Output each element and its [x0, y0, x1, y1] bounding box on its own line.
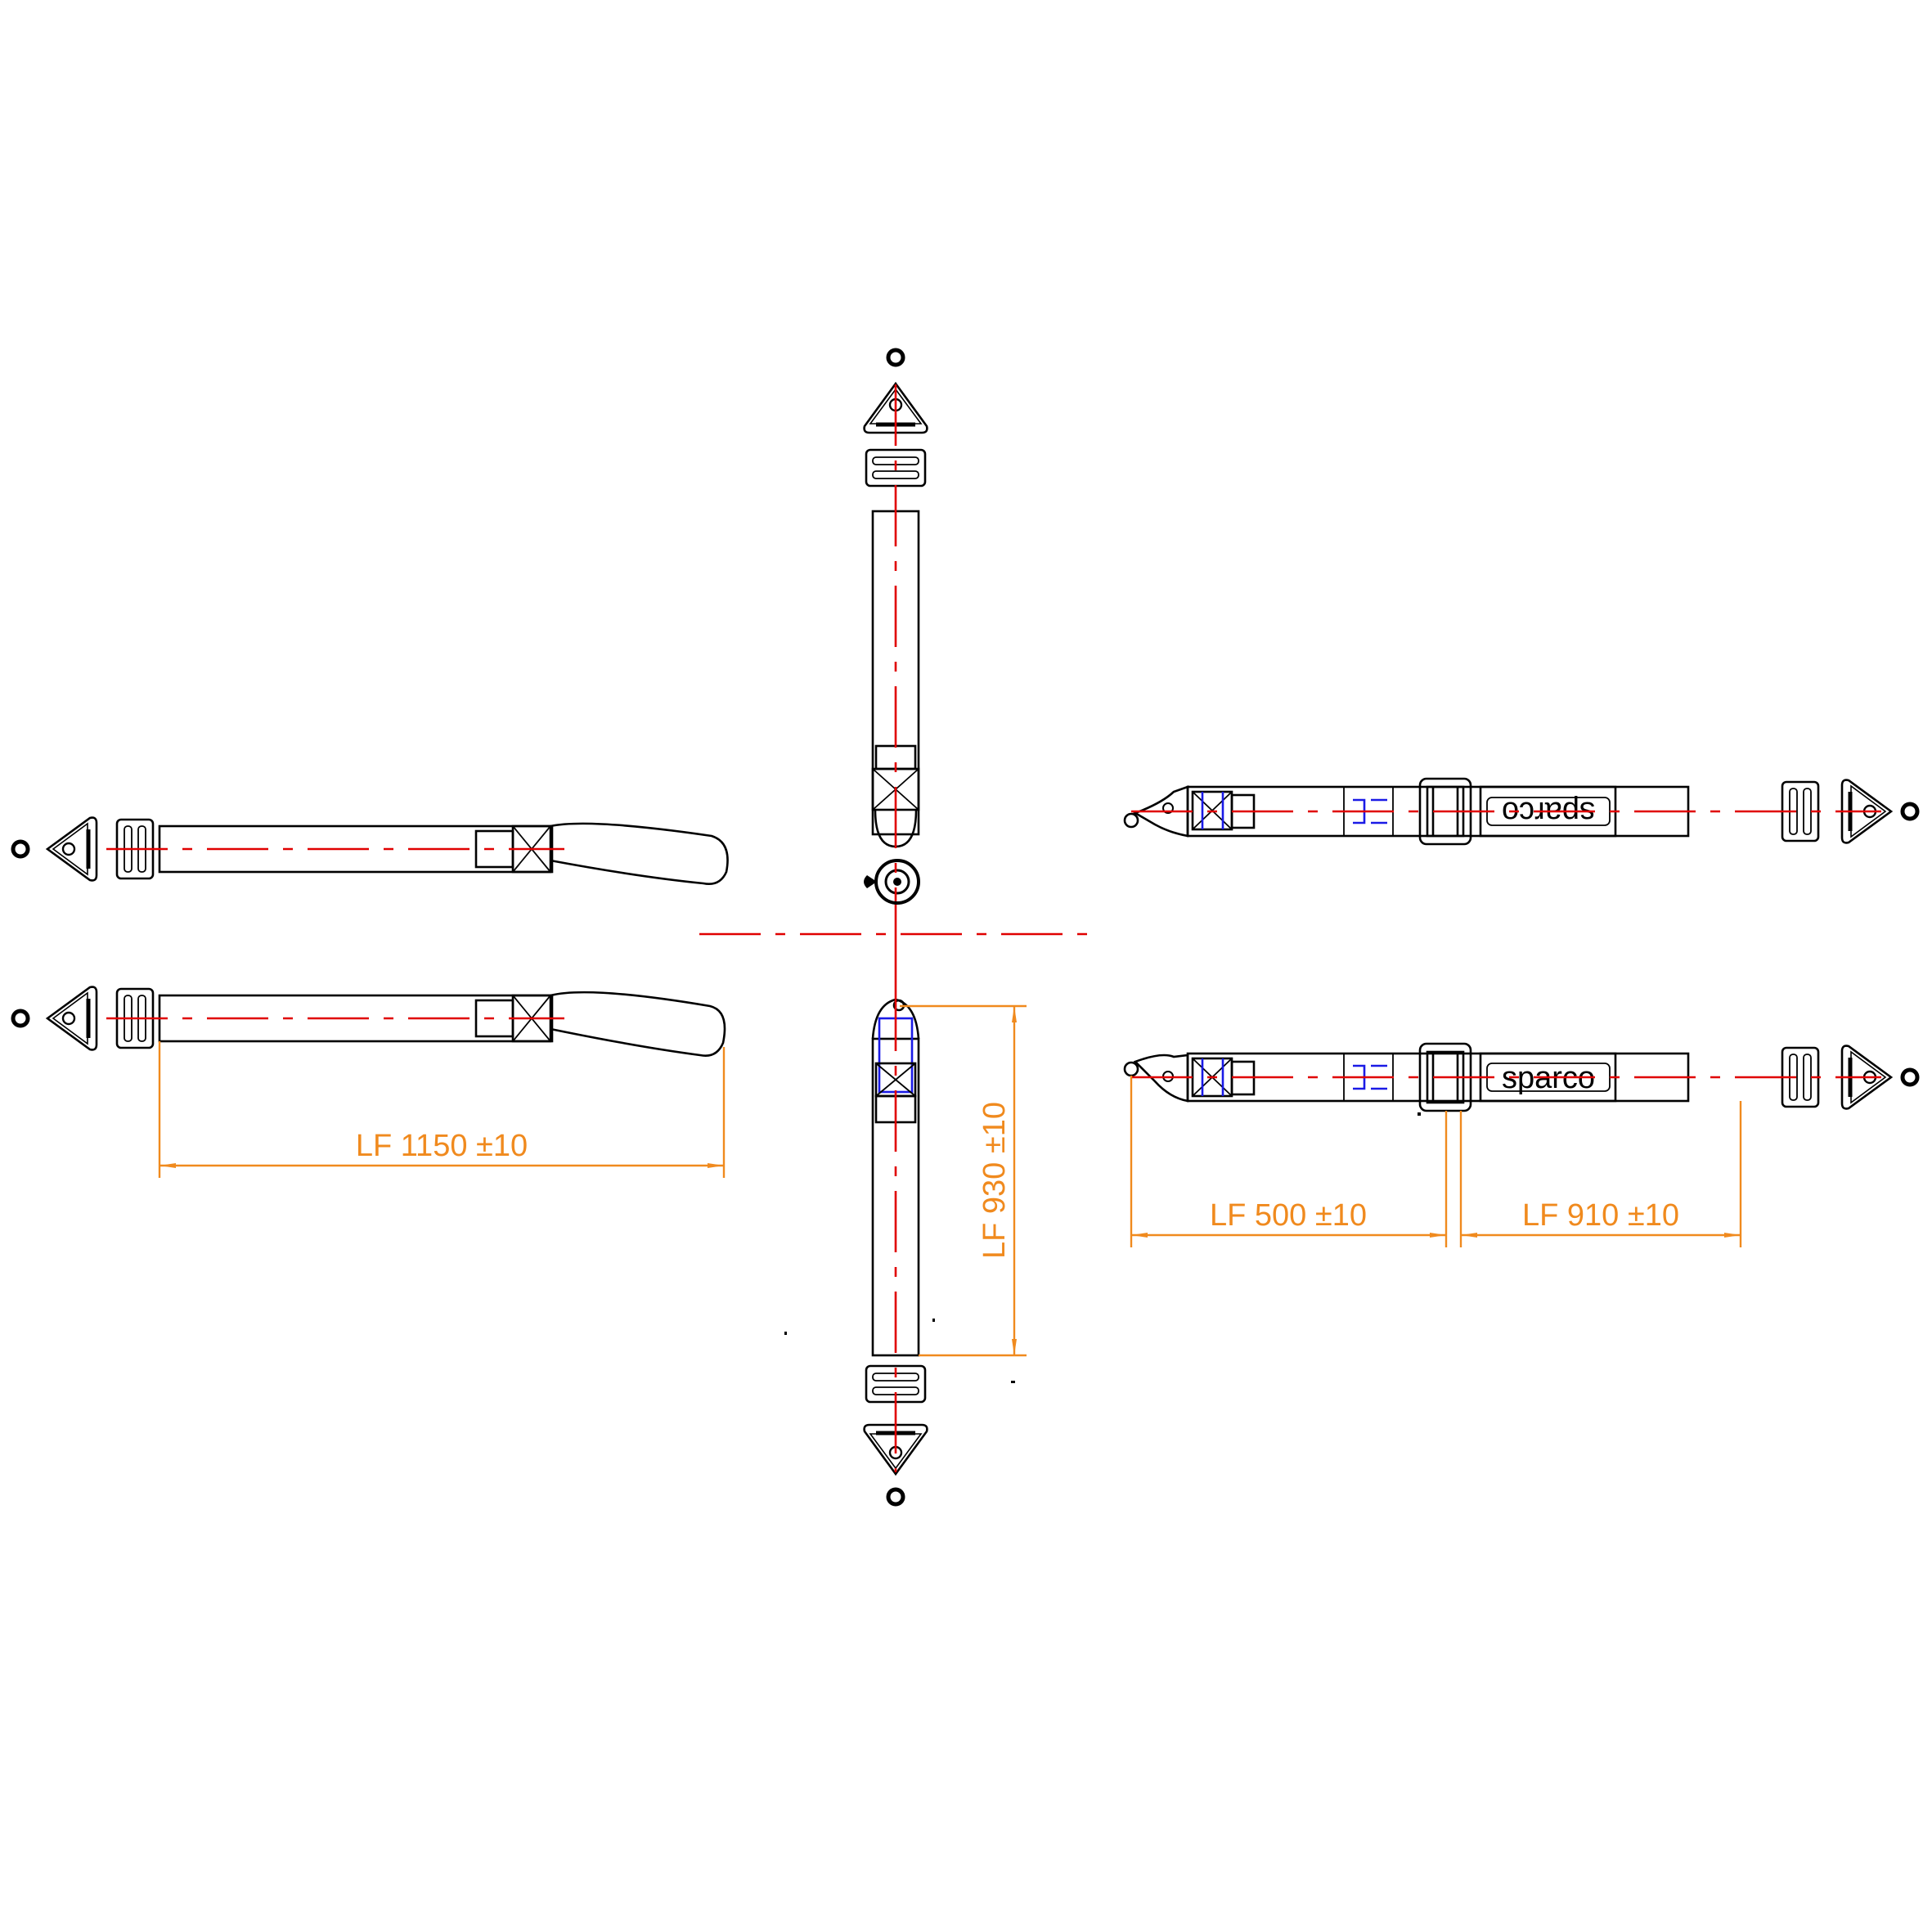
dimension-label-lap-belt: LF 1150 ±10: [356, 1129, 528, 1163]
dimension-shoulder-right: LF 910 ±10: [1459, 1101, 1742, 1247]
dimension-label-shoulder-left: LF 500 ±10: [1210, 1198, 1367, 1233]
dimension-shoulder-left: LF 500 ±10: [1130, 1076, 1448, 1247]
dimension-lap-belt: LF 1150 ±10: [158, 1041, 726, 1178]
bottom-vertical-strap: [865, 990, 928, 1504]
lower-left-lap-strap: [13, 987, 726, 1057]
top-vertical-strap: [864, 350, 927, 905]
upper-left-lap-strap: [13, 818, 729, 885]
dimension-label-shoulder-right: LF 910 ±10: [1522, 1198, 1679, 1233]
lower-right-shoulder-strap: sparco: [1123, 1042, 1917, 1112]
center-crosshair: [699, 900, 1094, 990]
upper-right-shoulder-strap: sparco: [1123, 777, 1917, 846]
dimension-crotch-strap: LF 930 ±10: [900, 1004, 1027, 1357]
stray-marks: [784, 1112, 1421, 1383]
dimension-label-crotch-strap: LF 930 ±10: [977, 1102, 1012, 1259]
